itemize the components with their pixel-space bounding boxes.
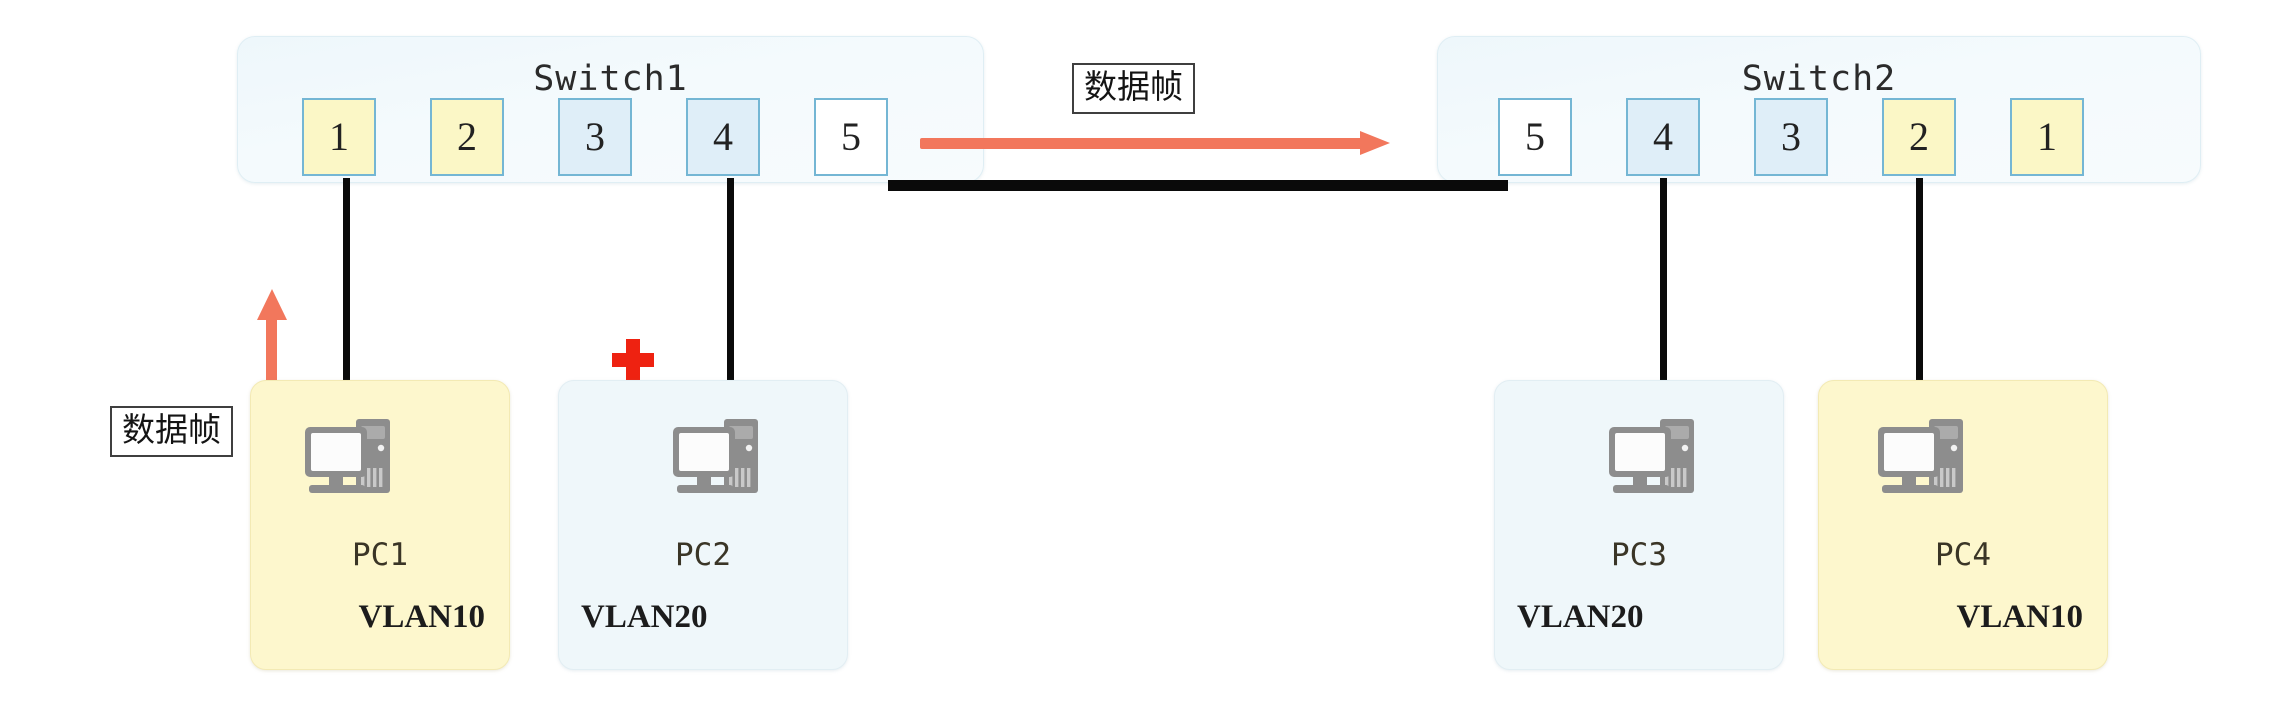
- pc2-name-label: PC2: [675, 537, 731, 573]
- link-sw1p4-pc2: [727, 178, 734, 433]
- switch1-port-5-label: 5: [841, 114, 861, 159]
- host-box-pc2[interactable]: PC2 VLAN20: [558, 380, 848, 670]
- switch1-port-1-label: 1: [329, 114, 349, 159]
- pc3-computer-icon: [1605, 413, 1725, 509]
- switch1-port-3-label: 3: [585, 114, 605, 159]
- switch1-port-1[interactable]: 1: [302, 98, 376, 176]
- switch2-port-4-label: 4: [1653, 114, 1673, 159]
- pc2-computer-icon: [669, 413, 789, 509]
- pc4-computer-icon: [1874, 413, 1994, 509]
- switch1-port-3[interactable]: 3: [558, 98, 632, 176]
- pc1-frame-callout: 数据帧: [110, 406, 233, 457]
- switch1-title: Switch1: [533, 59, 688, 99]
- switch1-port-4[interactable]: 4: [686, 98, 760, 176]
- pc1-name-label: PC1: [352, 537, 408, 573]
- trunk-flow-arrow: [920, 131, 1400, 155]
- link-sw2p2-pc4: [1916, 178, 1923, 433]
- switch2-port-2-label: 2: [1909, 114, 1929, 159]
- host-box-pc4[interactable]: PC4 VLAN10: [1818, 380, 2108, 670]
- switch-chassis-switch2: Switch2 5 4 3 2 1: [1437, 36, 2201, 183]
- host-box-pc1[interactable]: PC1 VLAN10: [250, 380, 510, 670]
- switch1-port-5[interactable]: 5: [814, 98, 888, 176]
- pc1-vlan-label: VLAN10: [358, 599, 485, 635]
- switch2-port-3[interactable]: 3: [1754, 98, 1828, 176]
- switch1-port-2[interactable]: 2: [430, 98, 504, 176]
- link-sw2p4-pc3: [1660, 178, 1667, 433]
- switch2-port-5-label: 5: [1525, 114, 1545, 159]
- link-sw1p1-pc1: [343, 178, 350, 433]
- pc2-vlan-label: VLAN20: [581, 599, 708, 635]
- switch2-port-4[interactable]: 4: [1626, 98, 1700, 176]
- trunk-link-line: [888, 180, 1508, 191]
- pc4-name-label: PC4: [1935, 537, 1991, 573]
- pc4-vlan-label: VLAN10: [1956, 599, 2083, 635]
- pc3-vlan-label: VLAN20: [1517, 599, 1644, 635]
- pc1-computer-icon: [301, 413, 421, 509]
- switch-chassis-switch1: Switch1 1 2 3 4 5: [237, 36, 984, 183]
- switch2-port-1[interactable]: 1: [2010, 98, 2084, 176]
- switch2-port-2[interactable]: 2: [1882, 98, 1956, 176]
- host-box-pc3[interactable]: PC3 VLAN20: [1494, 380, 1784, 670]
- switch2-port-5[interactable]: 5: [1498, 98, 1572, 176]
- switch1-port-4-label: 4: [713, 114, 733, 159]
- switch1-port-row: 1 2 3 4 5: [238, 37, 983, 182]
- switch2-port-row: 5 4 3 2 1: [1438, 37, 2200, 182]
- switch1-port-2-label: 2: [457, 114, 477, 159]
- blocked-cross-icon: [610, 337, 656, 383]
- pc3-name-label: PC3: [1611, 537, 1667, 573]
- switch2-port-1-label: 1: [2037, 114, 2057, 159]
- trunk-frame-callout: 数据帧: [1072, 63, 1195, 114]
- switch2-title: Switch2: [1741, 59, 1897, 99]
- switch2-port-3-label: 3: [1781, 114, 1801, 159]
